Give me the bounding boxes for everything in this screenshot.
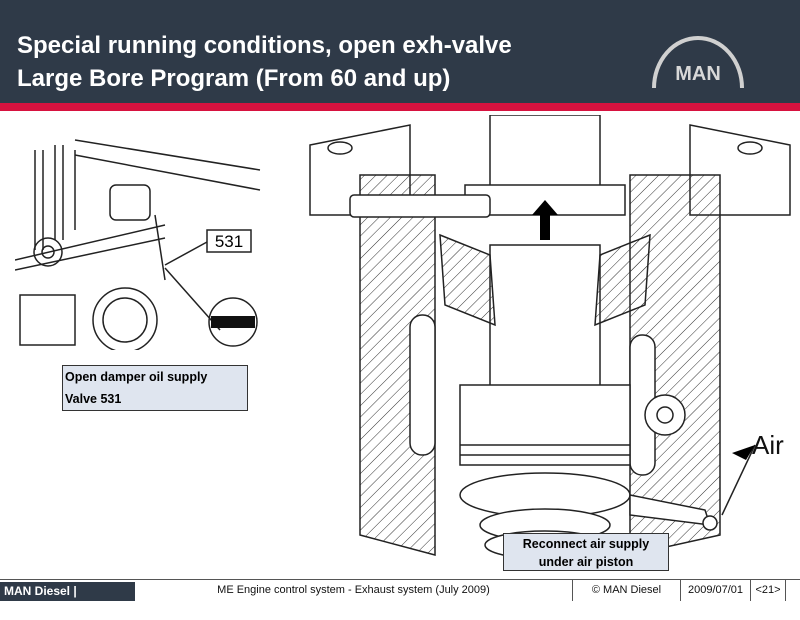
footer: MAN Diesel | PrimeServ ME Engine control… [0, 579, 800, 617]
footer-copyright: © MAN Diesel [572, 580, 680, 601]
svg-text:MAN: MAN [675, 63, 721, 85]
slide-title-line2: Large Bore Program (From 60 and up) [17, 65, 451, 92]
valve-callout: 531 [215, 232, 243, 251]
man-logo: MAN [652, 36, 744, 89]
note-open-damper: Open damper oil supply Valve 531 [62, 365, 248, 411]
note-reconnect-air: Reconnect air supply under air piston [503, 533, 669, 571]
damper-valve-drawing: 531 [15, 139, 261, 350]
note1-line1: Open damper oil supply [65, 370, 208, 384]
footer-date: 2009/07/01 [680, 580, 750, 601]
note2-line2: under air piston [538, 555, 634, 569]
slide-title-line1: Special running conditions, open exh-val… [17, 32, 512, 59]
footer-document: ME Engine control system - Exhaust syste… [217, 584, 490, 596]
note1-line2: Valve 531 [65, 392, 122, 406]
header: Special running conditions, open exh-val… [0, 0, 800, 103]
footer-brand: MAN Diesel | PrimeServ [0, 582, 135, 617]
footer-page-number: <21> [750, 580, 786, 601]
exhaust-valve-section-drawing [309, 115, 791, 560]
note2-line1: Reconnect air supply [522, 537, 650, 551]
accent-bar [0, 103, 800, 111]
air-label: Air [752, 430, 784, 460]
